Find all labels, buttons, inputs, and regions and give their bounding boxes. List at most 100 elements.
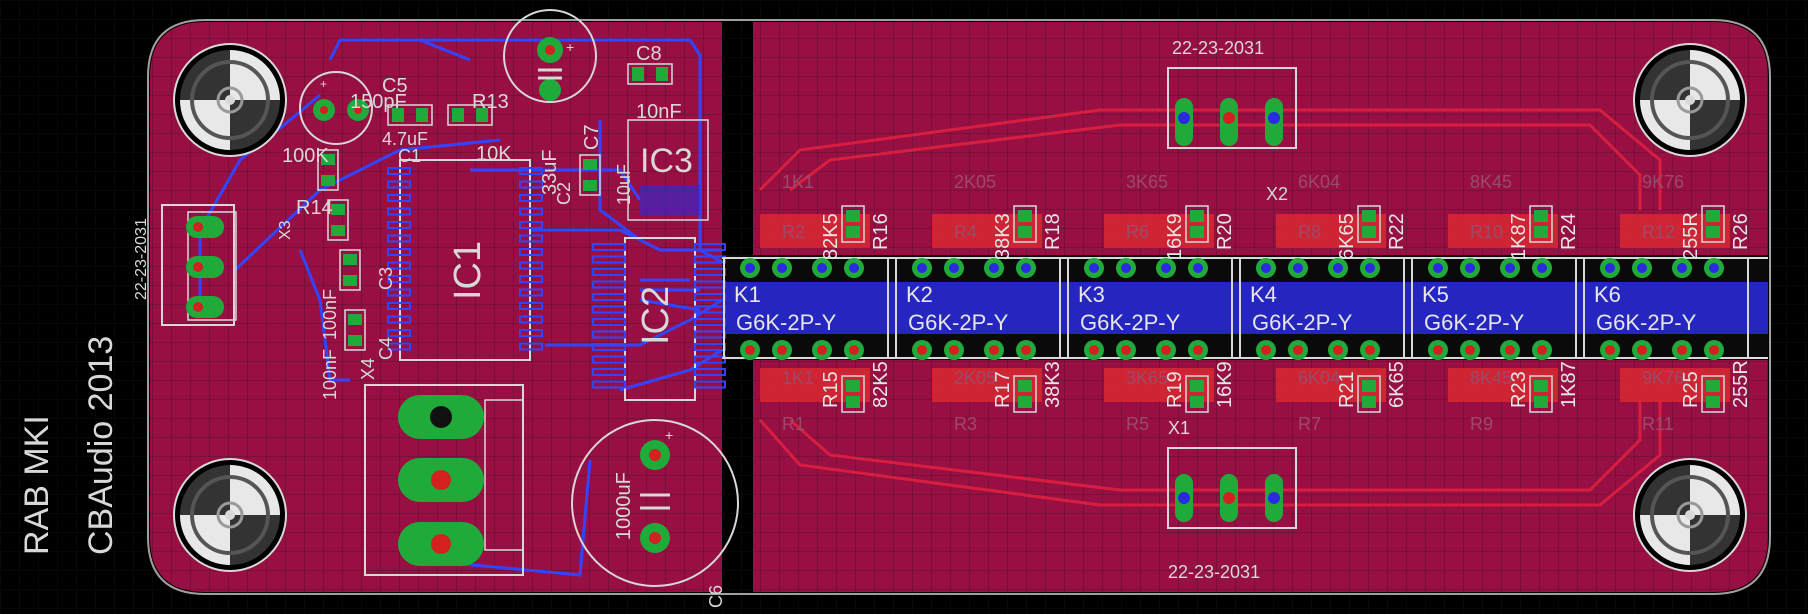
svg-text:+: +: [566, 39, 574, 55]
r100k-label: 100K: [282, 145, 329, 167]
resistor-ref-label: R21: [1336, 371, 1358, 408]
ic1-pin: [519, 167, 543, 175]
resistor: [841, 205, 865, 243]
resistor: [1013, 375, 1037, 413]
x4-label: X4: [358, 358, 378, 380]
connector-x1: [1167, 447, 1297, 529]
ic2-pin: [592, 318, 626, 326]
ic1-pin: [519, 329, 543, 337]
ic1-pin: [387, 302, 411, 310]
resistor-ref-label: R18: [1042, 213, 1064, 250]
resistor: [1185, 375, 1209, 413]
relay-row: [723, 205, 1749, 413]
resistor: [841, 375, 865, 413]
relay: [1583, 257, 1749, 360]
ic1-pin: [387, 275, 411, 283]
c6-label: C6: [706, 585, 726, 608]
resistor-value-label: 82K5: [870, 361, 892, 408]
resistor-value-label: 255R: [1680, 212, 1702, 260]
ghost-value-label: 9K76: [1642, 172, 1684, 192]
relay: [723, 257, 889, 360]
resistor-value-label: 1K87: [1558, 361, 1580, 408]
x3-part-label: 22-23-2031: [133, 218, 150, 300]
ic1-pin: [519, 180, 543, 189]
mounting-hole: [173, 43, 287, 157]
resistor: [1701, 375, 1725, 413]
c2-value: 10uF: [614, 164, 634, 205]
smd-parts: [317, 63, 673, 351]
ic1-pin: [387, 288, 411, 297]
ghost-value-label: 1K1: [782, 172, 814, 192]
svg-text:+: +: [665, 427, 673, 443]
ic2-pin: [694, 380, 726, 389]
ghost-value-label: 8K45: [1470, 172, 1512, 192]
smd-component: [344, 309, 366, 351]
resistor-ref-label: R17: [992, 371, 1014, 408]
mounting-hole: [1633, 458, 1747, 572]
relay-ref-label: K3: [1078, 282, 1105, 307]
capacitor-c5: +: [299, 71, 373, 145]
ic2-pin: [694, 243, 726, 251]
x2-label: X2: [1266, 184, 1288, 204]
board-outline: [147, 19, 1771, 595]
ghost-value-label: 1K1: [782, 368, 814, 388]
ghost-value-label: 2K05: [954, 368, 996, 388]
resistor-ref-label: R16: [870, 213, 892, 250]
relay: [1067, 257, 1233, 360]
ic2-pin: [592, 330, 626, 339]
ic2-pin: [592, 293, 626, 301]
silkscreen-text: RAB MKI CBAudio 2013 22-23-2031 X3 22-23…: [18, 38, 1288, 608]
ic2-pin: [592, 368, 626, 376]
ic1-pin: [387, 315, 411, 324]
c5-label: C5: [382, 75, 408, 97]
resistor: [1701, 205, 1725, 243]
ic1-pin: [387, 221, 411, 229]
smd-component: [387, 104, 433, 126]
ic2-pin: [694, 368, 726, 376]
smd-component: [627, 63, 673, 85]
ic1-pin: [519, 234, 543, 243]
ghost-ref-label: R1: [782, 414, 805, 434]
ghost-ref-label: R12: [1642, 222, 1675, 242]
r13-label: R13: [472, 91, 509, 113]
x1-label: X1: [1168, 418, 1190, 438]
resistor-ref-label: R26: [1730, 213, 1752, 250]
ic1-pin: [387, 194, 411, 202]
c1-value: 4.7uF: [382, 129, 428, 149]
ic2-pin: [592, 268, 626, 276]
resistor: [1357, 205, 1381, 243]
c1-label: C1: [398, 146, 421, 166]
ghost-ref-label: R8: [1298, 222, 1321, 242]
relay: [1411, 257, 1577, 360]
board-title-line2: CBAudio 2013: [82, 336, 120, 555]
ic2-label: IC2: [635, 286, 677, 345]
ic2-pin: [592, 380, 626, 389]
mounting-hole: [1633, 43, 1747, 157]
resistor: [1185, 205, 1209, 243]
c6-value: 1000uF: [613, 472, 635, 540]
ghost-value-label: 6K04: [1298, 368, 1340, 388]
relay: [895, 257, 1061, 360]
ic1-pin: [387, 261, 411, 270]
resistor-value-label: 38K3: [1042, 361, 1064, 408]
x1-part-label: 22-23-2031: [1168, 562, 1260, 582]
relay-ref-label: K5: [1422, 282, 1449, 307]
ic1-label: IC1: [447, 241, 489, 300]
smd-component: [327, 199, 349, 241]
ghost-value-label: 9K76: [1642, 368, 1684, 388]
ic1-pin: [519, 288, 543, 297]
resistor-value-label: 82K5: [820, 213, 842, 260]
resistor: [1529, 205, 1553, 243]
r13-value: 10K: [476, 143, 512, 165]
ic1-pin: [519, 194, 543, 202]
ghost-ref-label: R10: [1470, 222, 1503, 242]
ic1-footprint: [387, 159, 543, 361]
resistor-ref-label: R25: [1680, 371, 1702, 408]
ghost-ref-label: R2: [782, 222, 805, 242]
capacitor-c6: +: [571, 419, 739, 587]
ic1-pin: [387, 180, 411, 189]
c3-label: C3: [376, 267, 396, 290]
connector-x3: [161, 204, 237, 326]
ic2-pin: [592, 280, 626, 289]
